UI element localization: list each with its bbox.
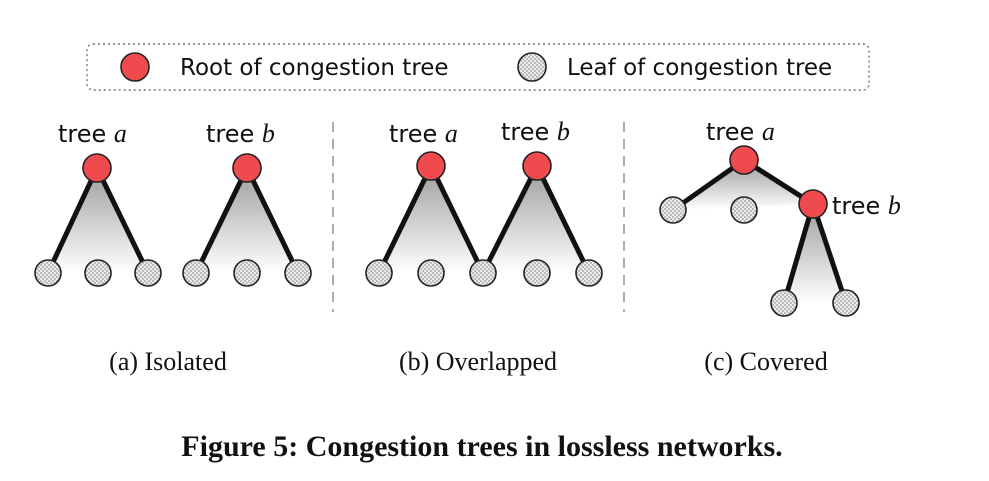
tree-b-edge-left — [781, 201, 816, 306]
legend-root-icon — [120, 52, 150, 82]
tree-b-label: tree b — [832, 191, 901, 220]
panel-overlapped: tree a tree b (b) Overlapped — [365, 117, 603, 376]
tree-a-shade — [673, 160, 813, 210]
leaf-node — [182, 259, 210, 287]
tree-b-edge-right — [244, 165, 301, 276]
leaf-node — [770, 289, 798, 317]
legend-leaf-label: Leaf of congestion tree — [567, 55, 832, 81]
leaf-node — [832, 289, 860, 317]
tree-a-edge-left — [376, 163, 434, 276]
root-node-tree-b — [232, 153, 262, 183]
tree-b-shade — [483, 166, 589, 273]
root-node-tree-b — [798, 189, 828, 219]
tree-b-shade — [784, 204, 846, 303]
legend: Root of congestion tree Leaf of congesti… — [86, 43, 870, 91]
tree-b-label: tree b — [206, 119, 275, 148]
legend-leaf-icon — [517, 52, 547, 82]
tree-b-shade — [196, 168, 298, 273]
tree-a-label: tree a — [389, 119, 458, 148]
tree-b-label: tree b — [501, 117, 570, 146]
tree-a-edge-right — [428, 163, 486, 276]
tree-a-edge-right — [94, 165, 151, 276]
figure-caption: Figure 5: Congestion trees in lossless n… — [181, 430, 782, 463]
legend-border — [86, 43, 870, 91]
tree-b-edge-left — [480, 163, 540, 276]
panel-isolated: tree a tree b (a) Isolated — [34, 119, 312, 376]
legend-root-label: Root of congestion tree — [180, 55, 449, 81]
tree-a-label: tree a — [58, 119, 127, 148]
leaf-node — [417, 259, 445, 287]
leaf-node — [575, 259, 603, 287]
shared-leaf-node — [469, 259, 497, 287]
leaf-node — [84, 259, 112, 287]
root-node-tree-b — [522, 151, 552, 181]
caption-isolated: (a) Isolated — [109, 347, 227, 376]
tree-b-edge-right — [534, 163, 592, 276]
tree-a-label: tree a — [706, 117, 775, 146]
panel-covered: tree a tree b (c) Covered — [659, 117, 901, 376]
tree-b-edge-left — [193, 165, 250, 276]
root-node-tree-a — [82, 153, 112, 183]
leaf-node — [134, 259, 162, 287]
tree-b-edge-right — [810, 201, 849, 306]
leaf-node — [233, 259, 261, 287]
leaf-node — [730, 196, 758, 224]
tree-a-shade — [379, 166, 483, 273]
tree-a-shade — [48, 168, 148, 273]
leaf-node — [34, 259, 62, 287]
caption-overlapped: (b) Overlapped — [399, 347, 557, 376]
leaf-node — [659, 196, 687, 224]
root-node-tree-a — [416, 151, 446, 181]
leaf-node — [523, 259, 551, 287]
caption-covered: (c) Covered — [704, 347, 827, 376]
leaf-node — [284, 259, 312, 287]
root-node-tree-a — [729, 145, 759, 175]
leaf-node — [365, 259, 393, 287]
tree-a-edge-left — [45, 165, 100, 276]
